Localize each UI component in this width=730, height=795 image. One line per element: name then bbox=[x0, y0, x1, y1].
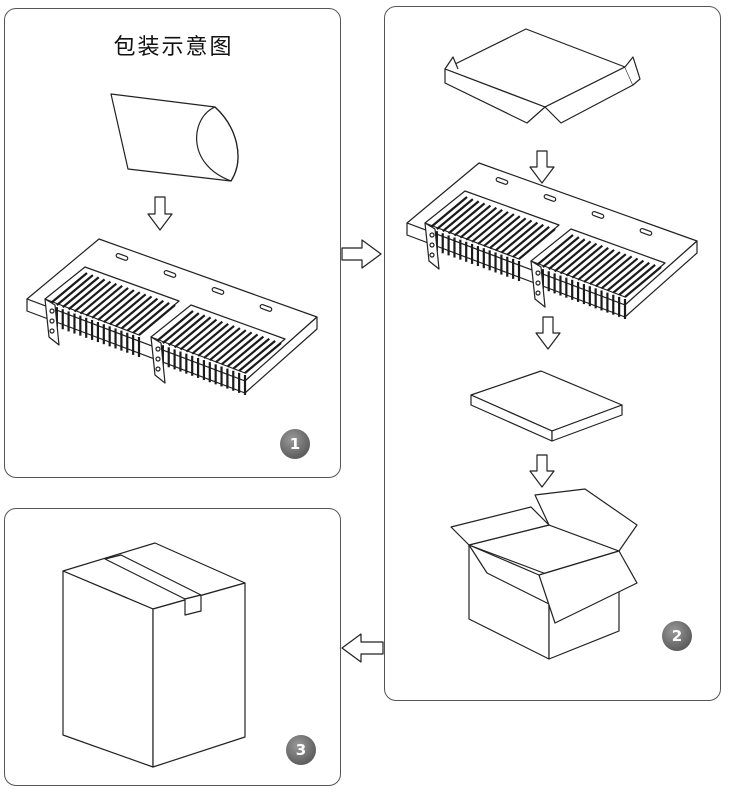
arrow-down-icon bbox=[529, 454, 555, 488]
step-3-panel: 3 bbox=[4, 508, 341, 786]
step-badge-2: 2 bbox=[662, 621, 692, 651]
light-fixture-icon bbox=[406, 162, 698, 319]
sealed-box-icon bbox=[62, 542, 246, 768]
box-lid-icon bbox=[444, 28, 641, 124]
step-2-panel: 2 bbox=[384, 6, 721, 701]
step-1-panel: 包装示意图 1 bbox=[4, 8, 341, 478]
open-box-icon bbox=[450, 488, 638, 660]
bag-icon bbox=[110, 93, 239, 182]
arrow-down-icon bbox=[529, 150, 555, 184]
step-badge-1: 1 bbox=[280, 429, 310, 459]
arrow-down-icon bbox=[147, 196, 173, 231]
foam-pad-icon bbox=[470, 370, 623, 442]
step-badge-3: 3 bbox=[286, 735, 316, 765]
light-fixture-icon bbox=[26, 238, 318, 395]
arrow-down-icon bbox=[535, 316, 561, 350]
diagram-title: 包装示意图 bbox=[113, 35, 234, 60]
